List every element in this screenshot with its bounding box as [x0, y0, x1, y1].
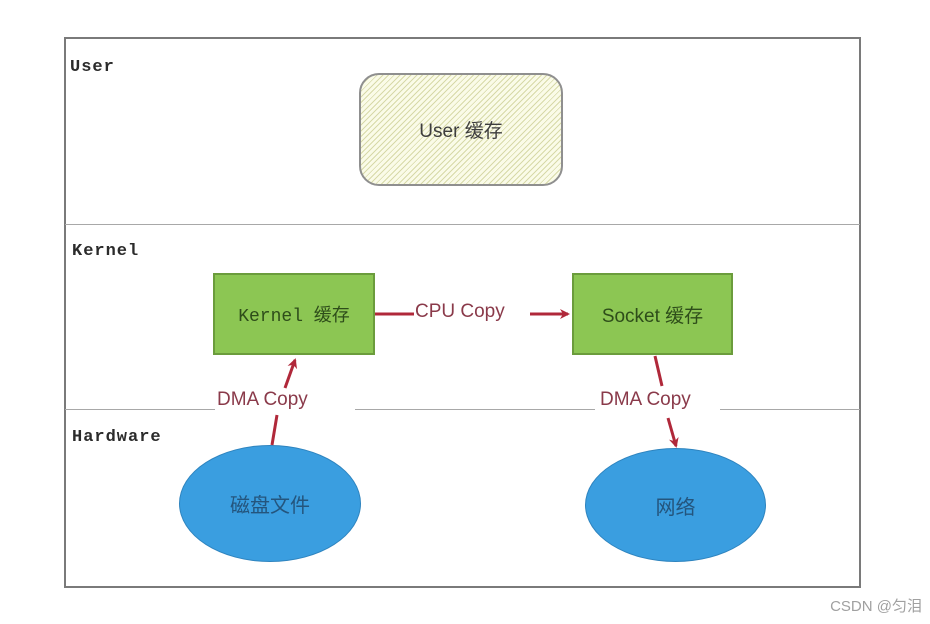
kernel-cache-label: Kernel 缓存 [238, 307, 350, 327]
layer-label-kernel: Kernel [72, 242, 140, 261]
dma-copy-out-label: DMA Copy [598, 389, 693, 411]
socket-cache-label: Socket 缓存 [601, 305, 704, 327]
kernel-hardware-divider-mid [355, 409, 595, 410]
dma-copy-in-label: DMA Copy [215, 389, 310, 411]
cpu-copy-label: CPU Copy [415, 301, 505, 322]
kernel-hardware-divider-right [720, 409, 860, 410]
user-cache-label: User 缓存 [419, 121, 503, 142]
user-cache-node: User 缓存 [359, 73, 563, 186]
disk-file-label: 磁盘文件 [230, 495, 310, 517]
socket-cache-node: Socket 缓存 [572, 273, 733, 355]
kernel-hardware-divider-left [65, 409, 215, 410]
network-node: 网络 [585, 448, 766, 562]
layer-label-hardware: Hardware [72, 428, 162, 447]
layer-label-user: User [70, 58, 115, 77]
kernel-cache-node: Kernel 缓存 [213, 273, 375, 355]
user-kernel-divider [65, 224, 860, 225]
disk-file-node: 磁盘文件 [179, 445, 361, 562]
network-label: 网络 [655, 496, 696, 519]
watermark: CSDN @匀泪 [830, 598, 922, 615]
